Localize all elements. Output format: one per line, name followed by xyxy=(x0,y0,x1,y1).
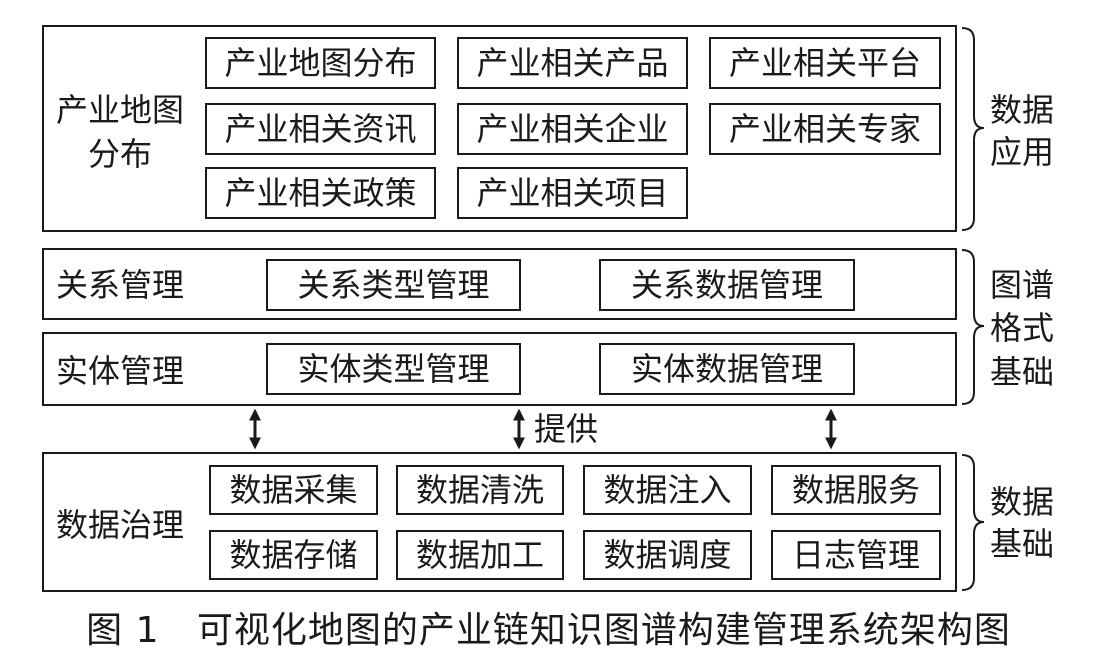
application-side-label-line2: 应用 xyxy=(990,133,1055,171)
entity-box-data-management: 实体数据管理 xyxy=(599,343,855,395)
app-box-related-enterprises: 产业相关企业 xyxy=(457,103,688,155)
relation-panel-label: 关系管理 xyxy=(56,266,185,304)
graph-side-label-line3: 基础 xyxy=(990,353,1055,391)
relation-box-data-management: 关系数据管理 xyxy=(599,259,855,311)
entity-panel-label: 实体管理 xyxy=(56,352,185,390)
gov-box-data-service: 数据服务 xyxy=(771,465,941,515)
app-box-related-news: 产业相关资讯 xyxy=(205,103,436,155)
governance-side-label-line1: 数据 xyxy=(990,483,1055,521)
application-bracket xyxy=(961,27,985,231)
governance-bracket xyxy=(961,454,985,591)
application-panel-label-line2: 分布 xyxy=(88,135,153,173)
gov-box-data-scheduling: 数据调度 xyxy=(583,530,752,580)
gov-box-log-management: 日志管理 xyxy=(771,530,941,580)
gov-box-data-storage: 数据存储 xyxy=(209,530,378,580)
app-box-related-products: 产业相关产品 xyxy=(457,37,688,89)
graph-bracket xyxy=(961,249,985,405)
gov-box-data-processing: 数据加工 xyxy=(396,530,564,580)
app-box-industry-map-distribution: 产业地图分布 xyxy=(205,37,436,89)
gov-box-data-collection: 数据采集 xyxy=(209,465,378,515)
graph-side-label-line2: 格式 xyxy=(990,309,1055,347)
governance-side-label-line2: 基础 xyxy=(990,525,1055,563)
entity-box-type-management: 实体类型管理 xyxy=(266,343,521,395)
relation-box-type-management: 关系类型管理 xyxy=(266,259,521,311)
governance-panel-label: 数据治理 xyxy=(56,506,185,544)
application-side-label-line1: 数据 xyxy=(990,91,1055,129)
app-box-related-platforms: 产业相关平台 xyxy=(709,37,941,89)
graph-side-label-line1: 图谱 xyxy=(990,266,1055,304)
provide-label: 提供 xyxy=(534,410,599,448)
gov-box-data-cleaning: 数据清洗 xyxy=(396,465,564,515)
application-panel-label-line1: 产业地图 xyxy=(56,91,185,129)
app-box-related-experts: 产业相关专家 xyxy=(709,103,941,155)
figure-caption: 图 1 可视化地图的产业链知识图谱构建管理系统架构图 xyxy=(86,610,1011,651)
app-box-related-projects: 产业相关项目 xyxy=(457,167,688,219)
gov-box-data-injection: 数据注入 xyxy=(583,465,752,515)
app-box-related-policies: 产业相关政策 xyxy=(205,167,436,219)
